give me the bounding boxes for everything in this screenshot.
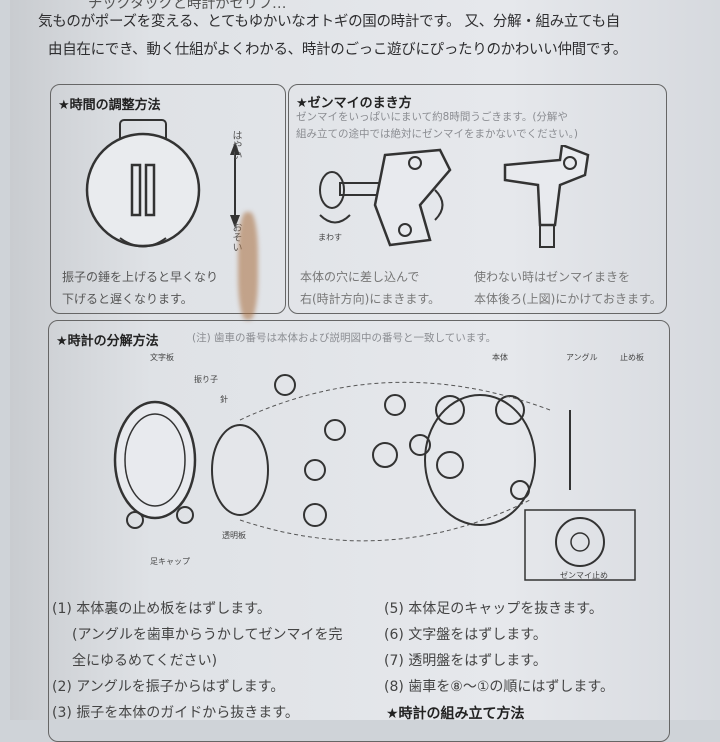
hands-label: 針 <box>220 395 228 404</box>
dial-label: 文字板 <box>150 353 174 362</box>
winding-left-text-1: 本体の穴に差し込んで <box>300 270 420 284</box>
disassembly-note: (注) 歯車の番号は本体および説明図中の番号と一致しています。 <box>192 332 497 344</box>
pendulum-label: 振り子 <box>194 375 218 384</box>
assembly-title: ★時計の組み立て方法 <box>386 706 525 722</box>
step-1: (1) 本体裏の止め板をはずします。 <box>52 601 271 617</box>
winding-note-1: ゼンマイをいっぱいにまいて約8時間うごきます。(分解や <box>296 111 568 123</box>
intro-line-2: 由自在にでき、動く仕組がよくわかる、時計のごっこ遊びにぴったりのかわいい仲間です… <box>48 42 628 58</box>
adjust-text-1: 振子の錘を上げると早くなり <box>62 270 219 284</box>
intro-line-1: 気ものがポーズを変える、とてもゆかいなオトギの国の時計です。 又、分解・組み立て… <box>38 14 621 30</box>
time-adjust-title: ★時間の調整方法 <box>58 98 161 113</box>
step-2: (2) アングルを振子からはずします。 <box>52 679 285 695</box>
fast-label: はやい <box>230 130 241 160</box>
pendulum-clock-back-illustration <box>85 119 240 248</box>
slow-label: おそい <box>230 222 241 252</box>
winding-right-text-2: 本体後ろ(上図)にかけておきます。 <box>474 292 662 306</box>
stop-plate-label: 止め板 <box>620 353 644 362</box>
intro-line-0: チックタックと時計がセリフ… <box>88 0 287 12</box>
body-label: 本体 <box>492 353 508 362</box>
winding-left-text-2: 右(時計方向)にまきます。 <box>300 292 441 306</box>
disassembly-title: ★時計の分解方法 <box>56 334 159 349</box>
winding-panel <box>288 84 667 314</box>
exploded-view-diagram <box>113 374 636 581</box>
winding-right-text-1: 使わない時はゼンマイまきを <box>474 270 631 284</box>
step-1-note-b: 全にゆるめてください) <box>72 653 218 669</box>
winding-note-2: 組み立ての途中では絶対にゼンマイをまかないでください。) <box>296 128 579 140</box>
winding-title: ★ゼンマイのまき方 <box>296 96 412 111</box>
clear-plate-label: 透明板 <box>222 531 246 540</box>
step-1-note-a: (アングルを歯車からうかしてゼンマイを完 <box>72 627 343 643</box>
time-adjust-panel <box>50 84 286 314</box>
step-3: (3) 振子を本体のガイドから抜きます。 <box>52 705 299 721</box>
step-6: (6) 文字盤をはずします。 <box>384 627 547 643</box>
angle-label: アングル <box>566 353 598 362</box>
turn-label: まわす <box>318 233 342 242</box>
foot-cap-label: 足キャップ <box>150 557 190 566</box>
adjust-text-2: 下げると遅くなります。 <box>62 292 193 306</box>
step-7: (7) 透明盤をはずします。 <box>384 653 547 669</box>
spring-stop-label: ゼンマイ止め <box>560 571 608 580</box>
stain <box>238 212 258 320</box>
step-5: (5) 本体足のキャップを抜きます。 <box>384 601 603 617</box>
winding-key-illustration <box>319 145 590 248</box>
step-8: (8) 歯車を⑧～①の順にはずします。 <box>384 679 614 695</box>
